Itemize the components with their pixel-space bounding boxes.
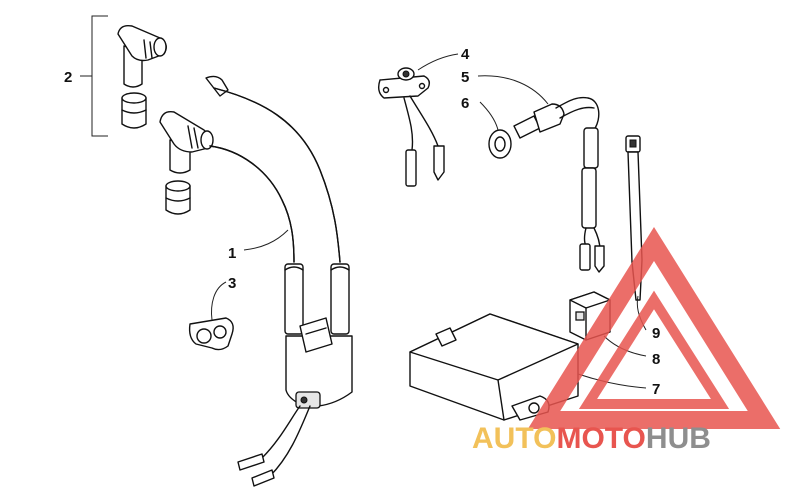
- coil-terminal-block: [299, 317, 333, 353]
- ignition-coil: [205, 75, 353, 487]
- cdi-box-7: [409, 313, 579, 421]
- bracket-line: [91, 15, 108, 137]
- lead-clip: [188, 317, 234, 351]
- callout-8: 8: [652, 351, 660, 368]
- plug-boot-upper: [121, 92, 147, 129]
- leader-9: [636, 295, 647, 331]
- sensor-4: [377, 67, 445, 187]
- watermark-logo: [527, 227, 781, 429]
- callout-1: 1: [228, 245, 236, 262]
- plug-boot-lower: [165, 180, 191, 215]
- lead-sleeve-left: [284, 263, 304, 335]
- callout-3: 3: [228, 275, 236, 292]
- leader-3: [211, 281, 227, 321]
- watermark-part-hub: HUB: [646, 422, 711, 455]
- callout-9: 9: [652, 325, 660, 342]
- coil-wire-connector-b: [251, 469, 275, 487]
- sensor-5: [513, 96, 605, 273]
- spark-plug-cap-group: [80, 15, 214, 215]
- leader-6: [479, 101, 499, 131]
- callout-5: 5: [461, 69, 469, 86]
- callout-6: 6: [461, 95, 469, 112]
- watermark-text: AUTOMOTOHUB: [472, 422, 711, 455]
- leader-1: [243, 229, 289, 251]
- callout-7: 7: [652, 381, 660, 398]
- callout-2: 2: [64, 69, 72, 86]
- spark-plug-cap-lower: [159, 111, 214, 174]
- lead-sleeve-right: [330, 263, 350, 335]
- watermark-part-auto: AUTO: [472, 422, 556, 455]
- coil-wire-connector-a: [237, 453, 265, 471]
- leader-4: [417, 53, 459, 71]
- callout-4: 4: [461, 46, 470, 63]
- leader-5: [477, 75, 549, 105]
- washer-6: [488, 129, 512, 159]
- leader-7: [577, 373, 647, 389]
- lead-a-tip: [205, 75, 229, 97]
- spark-plug-cap-upper: [117, 24, 167, 88]
- watermark-part-moto: MOTO: [556, 422, 645, 455]
